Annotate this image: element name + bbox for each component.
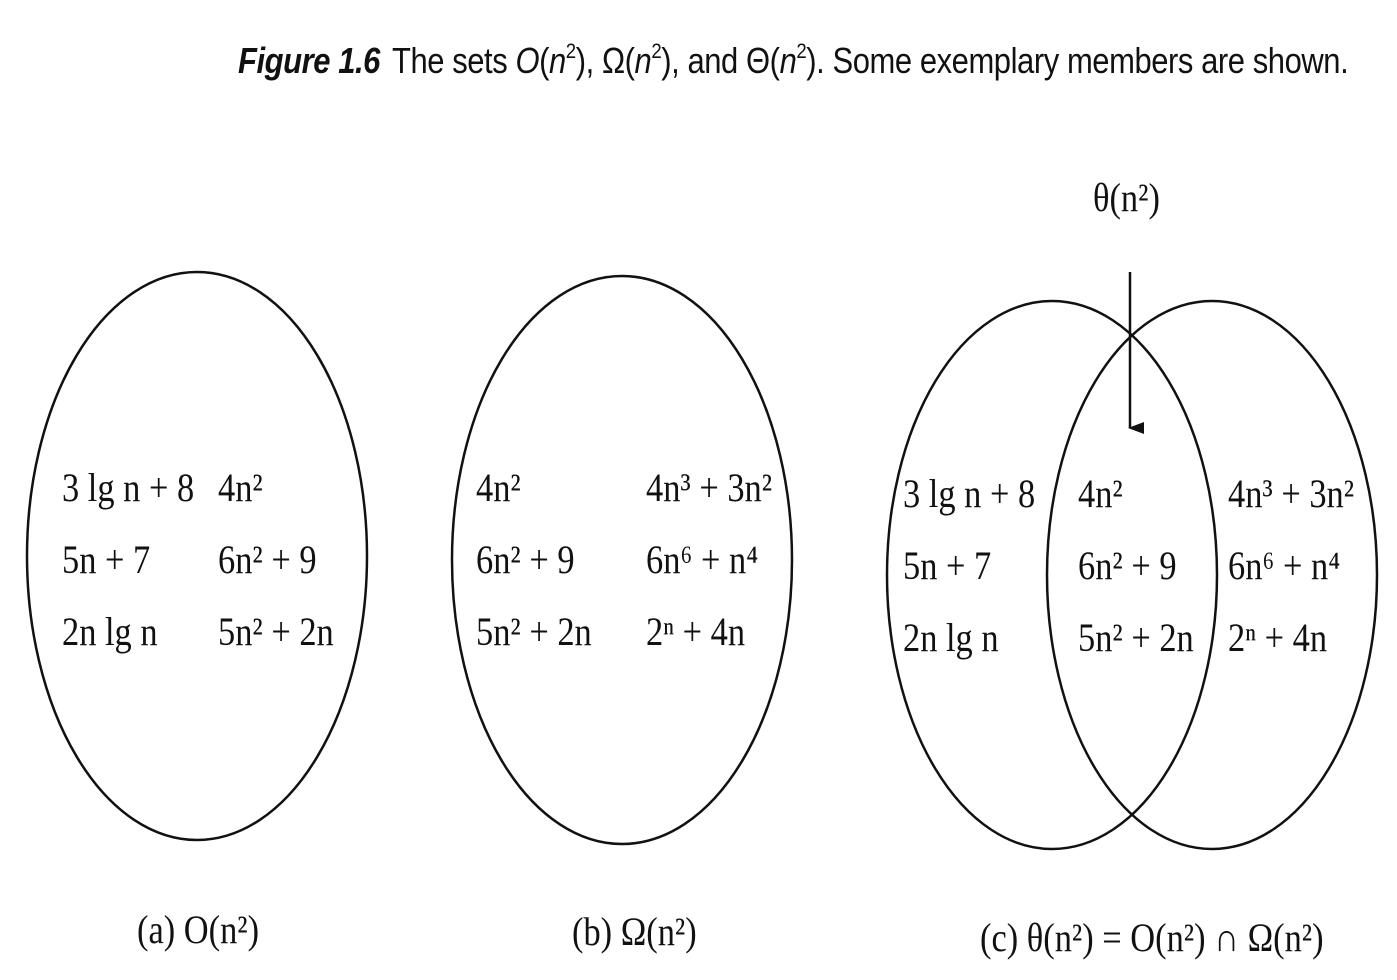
theta-right-item: 2ⁿ + 4n [1228, 615, 1328, 660]
set-omega-item: 4n² [476, 465, 521, 510]
set-omega-ellipse [450, 274, 794, 846]
theta-right-item: 4n³ + 3n² [1228, 471, 1355, 516]
figure-number: Figure 1.6 [238, 40, 380, 81]
theta-left-item: 5n + 7 [903, 543, 992, 588]
set-omega-item: 6n⁶ + n⁴ [646, 537, 759, 582]
set-o-item: 4n² [218, 465, 263, 510]
set-o-ellipse [25, 270, 369, 842]
theta-left-item: 3 lg n + 8 [903, 471, 1036, 516]
set-theta-left-ellipse [885, 299, 1219, 851]
set-omega-item: 2ⁿ + 4n [646, 609, 746, 654]
theta-pointer-label: θ(n²) [1093, 175, 1160, 220]
set-o-item: 6n² + 9 [218, 537, 317, 582]
set-omega-caption: (b) Ω(n²) [572, 909, 697, 954]
theta-right-item: 6n⁶ + n⁴ [1228, 543, 1341, 588]
theta-left-item: 2n lg n [903, 615, 999, 660]
set-omega-item: 4n³ + 3n² [646, 465, 773, 510]
set-o-item: 3 lg n + 8 [62, 465, 195, 510]
set-o-item: 5n + 7 [62, 537, 151, 582]
set-omega-item: 5n² + 2n [476, 609, 592, 654]
set-o-item: 2n lg n [62, 609, 158, 654]
set-omega-item: 6n² + 9 [476, 537, 575, 582]
theta-middle-item: 6n² + 9 [1078, 543, 1177, 588]
set-o-item: 5n² + 2n [218, 609, 334, 654]
theta-middle-item: 4n² [1078, 471, 1123, 516]
set-o-caption: (a) O(n²) [137, 907, 260, 952]
set-theta-caption: (c) θ(n²) = O(n²) ∩ Ω(n²) [980, 915, 1324, 960]
set-theta-right-ellipse [1045, 299, 1379, 851]
theta-middle-item: 5n² + 2n [1078, 615, 1194, 660]
